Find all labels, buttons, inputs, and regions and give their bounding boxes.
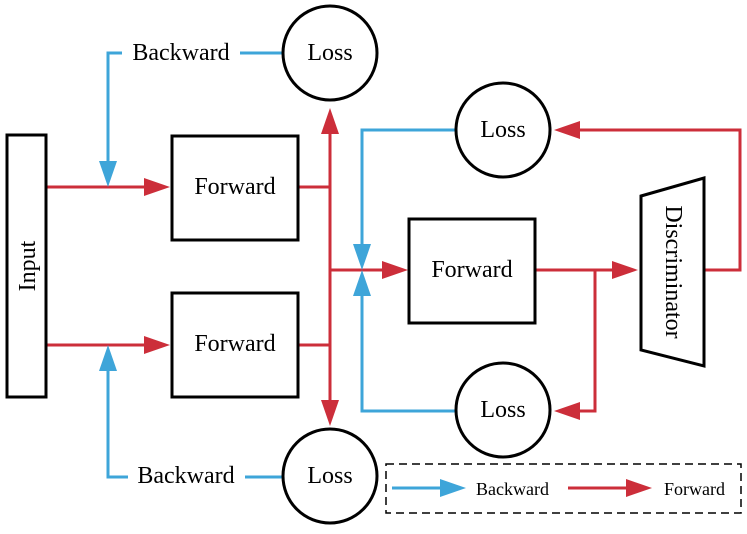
arrowhead-forward-bottom [144,336,170,354]
loss-right-bottom-circle [454,361,552,459]
forward-top-box [170,134,300,242]
loss-right-top-circle [454,81,552,179]
forward-top-label: Forward [194,174,275,200]
legend-box [385,463,742,514]
forward-right-box [407,217,537,325]
edge-discriminator-loss [576,128,742,272]
edge-loss-right-top-backward [360,128,456,248]
legend-forward-label: Forward [664,479,725,499]
edge-to-loss-right-bottom [576,270,597,413]
legend-forward-arrowhead [626,479,652,497]
arrowhead-forward-right [382,261,408,279]
nodes [5,4,706,525]
backward-bottom-label: Backward [137,463,234,489]
forward-edges [47,128,742,490]
edge-backward-top-down [106,51,122,165]
forward-bottom-box [170,291,300,399]
loss-top-label: Loss [307,40,352,66]
arrowhead-backward-bottom [99,345,117,371]
arrowhead-loss-bottom [321,400,339,426]
input-label: Input [15,240,41,291]
edge-backward-bottom-up [106,368,128,479]
arrowhead-backward-right-top [353,244,371,270]
loss-right-top-label: Loss [480,117,525,143]
arrowhead-loss-top [321,108,339,134]
backward-edges [106,51,456,490]
input-box [5,133,48,399]
arrowhead-discriminator [612,261,638,279]
loss-bottom-circle [281,427,379,525]
backward-top-label: Backward [132,40,229,66]
loss-right-bottom-label: Loss [480,397,525,423]
arrowhead-backward-top [99,161,117,187]
legend-backward-arrowhead [440,479,466,497]
arrowhead-forward-top [144,178,170,196]
arrowhead-loss-right-bottom [554,402,580,420]
arrowhead-loss-right-top [554,121,580,139]
backward-arrowheads [99,161,466,497]
edge-loss-right-bottom-backward [360,292,456,413]
legend-backward-label: Backward [476,479,549,499]
discriminator-label: Discriminator [660,205,686,338]
loss-top-circle [281,4,379,102]
discriminator-shape [639,176,706,368]
loss-bottom-label: Loss [307,463,352,489]
forward-arrowheads [144,108,652,497]
forward-bottom-label: Forward [194,331,275,357]
arrowhead-backward-right-bottom [353,270,371,296]
forward-right-label: Forward [431,257,512,283]
